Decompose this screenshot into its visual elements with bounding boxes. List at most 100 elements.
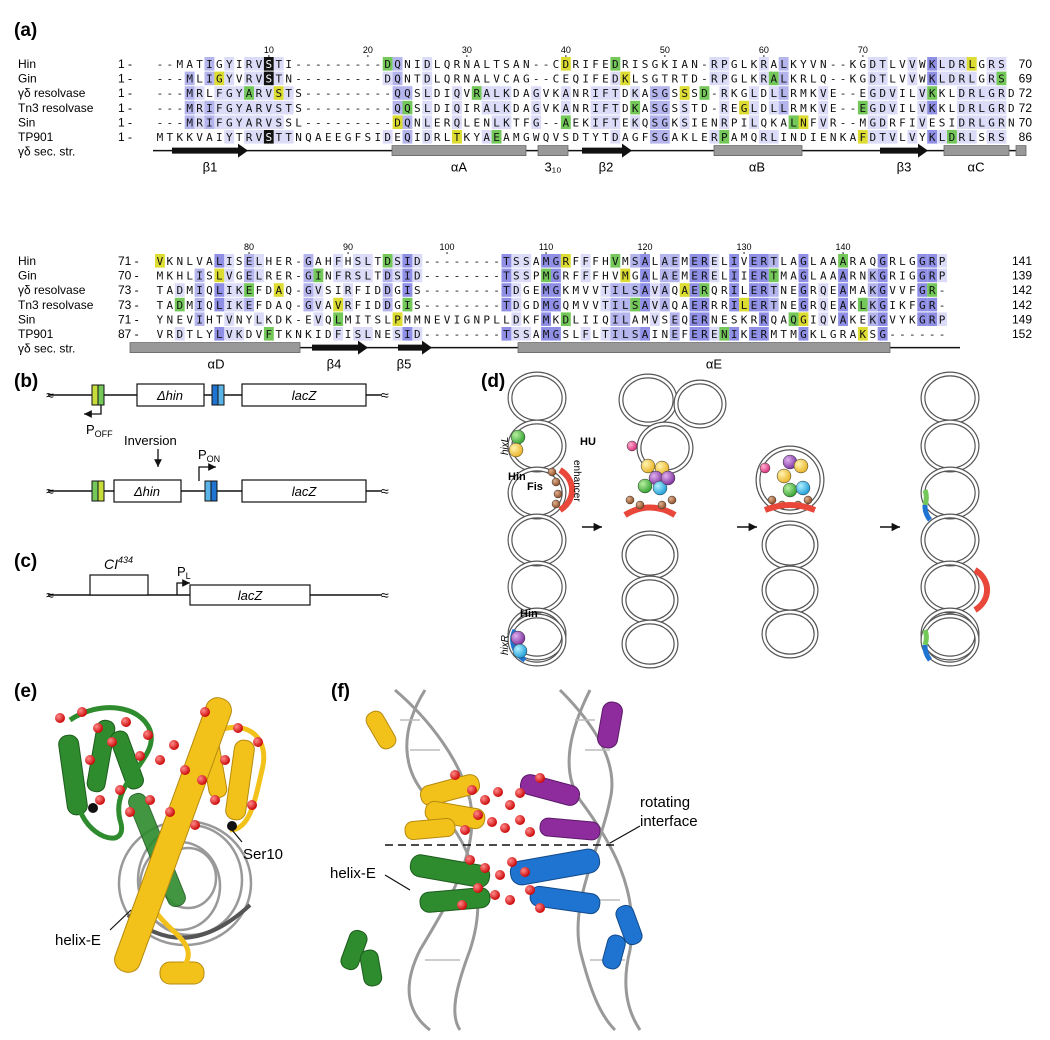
- residue: G: [652, 73, 659, 86]
- sequence-end: 69: [1019, 72, 1033, 86]
- residue-highlight: [481, 130, 492, 144]
- residue-highlight: [610, 327, 621, 341]
- residue-highlight: [224, 297, 235, 312]
- residue: V: [899, 73, 906, 86]
- residue: E: [602, 58, 609, 71]
- residue-highlight: [877, 57, 888, 71]
- residue: -: [335, 87, 342, 100]
- strand-element: [398, 340, 432, 355]
- residue-highlight: [263, 130, 274, 144]
- residue: R: [889, 270, 896, 283]
- residue-highlight: [650, 312, 660, 326]
- residue: V: [226, 270, 233, 283]
- residue: Q: [602, 313, 609, 326]
- residue: K: [790, 58, 797, 71]
- residue: R: [761, 270, 768, 283]
- residue: F: [572, 255, 579, 268]
- residue: L: [751, 87, 758, 100]
- residue: -: [483, 328, 490, 341]
- residue: S: [414, 87, 421, 100]
- residue: Q: [394, 87, 401, 100]
- residue: K: [503, 116, 510, 129]
- delta-hin-label-2: Δhin: [133, 484, 160, 499]
- residue-highlight: [669, 268, 680, 283]
- residue: K: [929, 87, 936, 100]
- residue-highlight: [234, 327, 245, 341]
- residue: -: [325, 58, 332, 71]
- residue: I: [285, 58, 292, 71]
- residue-highlight: [333, 268, 344, 283]
- residue: G: [226, 87, 233, 100]
- residue-highlight: [798, 312, 809, 326]
- residue: G: [345, 131, 352, 144]
- sequence-end: 139: [1012, 269, 1032, 283]
- residue-highlight: [501, 100, 512, 115]
- residue-highlight: [650, 100, 660, 115]
- residue: A: [206, 131, 213, 144]
- residue: Y: [226, 131, 233, 144]
- residue: I: [404, 255, 411, 268]
- residue: R: [761, 255, 768, 268]
- residue: -: [464, 299, 471, 312]
- residue: A: [632, 313, 639, 326]
- residue-highlight: [600, 100, 611, 115]
- residue: D: [374, 299, 381, 312]
- residue-highlight: [382, 297, 393, 312]
- residue: S: [285, 116, 292, 129]
- residue-highlight: [224, 254, 235, 268]
- residue: Q: [563, 299, 570, 312]
- residue: K: [869, 270, 876, 283]
- residue: V: [820, 116, 827, 129]
- residue-highlight: [927, 71, 938, 86]
- mutation-spheres: [55, 707, 263, 830]
- residue: -: [493, 284, 500, 297]
- residue: M: [543, 255, 550, 268]
- residue: -: [493, 328, 500, 341]
- residue: G: [919, 270, 926, 283]
- residue: I: [691, 116, 698, 129]
- panel-d-labels: hixL Hin Fis enhancer Hin hixR HU: [500, 436, 900, 655]
- residue: -: [929, 328, 936, 341]
- residue: -: [483, 255, 490, 268]
- residue: T: [167, 131, 174, 144]
- residue: R: [246, 58, 253, 71]
- residue: K: [929, 73, 936, 86]
- residue: V: [889, 87, 896, 100]
- residue: -: [454, 299, 461, 312]
- residue-highlight: [551, 327, 561, 341]
- panel-label-b: (b): [14, 371, 38, 392]
- residue: A: [503, 131, 510, 144]
- residue-highlight: [877, 71, 888, 86]
- residue: D: [176, 328, 183, 341]
- residue-highlight: [501, 297, 512, 312]
- residue: E: [335, 131, 342, 144]
- protein-sphere: [551, 477, 561, 487]
- residue-highlight: [303, 283, 314, 297]
- residue-highlight: [422, 100, 433, 115]
- residue: D: [384, 299, 391, 312]
- protein-sphere: [759, 462, 771, 474]
- residue: L: [196, 73, 203, 86]
- residue: I: [899, 270, 906, 283]
- residue: D: [275, 313, 282, 326]
- residue: A: [731, 131, 738, 144]
- panel-label-d: (d): [481, 371, 505, 392]
- helix-e-label-f: helix-E: [330, 865, 376, 882]
- ruler-tick-label: 30: [462, 45, 472, 55]
- lacz-box-bottom: [241, 479, 367, 503]
- residue: G: [305, 255, 312, 268]
- residue: R: [345, 299, 352, 312]
- residue-highlight: [650, 283, 660, 297]
- residue-highlight: [630, 283, 641, 297]
- residue: R: [988, 131, 995, 144]
- residue: L: [256, 270, 263, 283]
- secondary-structure-element-label: β5: [397, 357, 412, 372]
- residue: -: [473, 299, 480, 312]
- residue-highlight: [254, 57, 264, 71]
- residue-highlight: [610, 86, 621, 100]
- residue: A: [563, 102, 570, 115]
- residue-highlight: [511, 283, 522, 297]
- residue: K: [236, 299, 243, 312]
- residue: -: [335, 58, 342, 71]
- residue-highlight: [254, 71, 264, 86]
